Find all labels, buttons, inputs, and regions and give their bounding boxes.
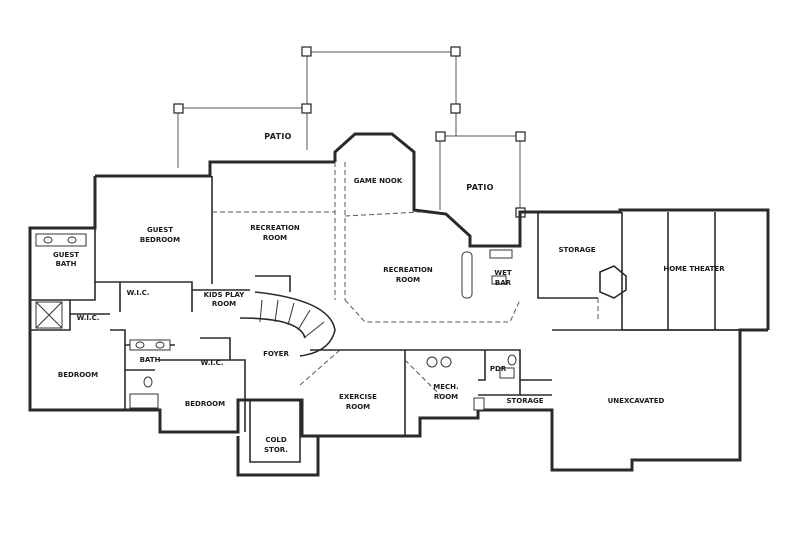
appliance [491, 275, 507, 285]
label-cold-storage-line1: COLD [265, 436, 287, 444]
label-wet-bar-line2: BAR [495, 279, 512, 287]
patio-post [515, 131, 526, 142]
patio-post [301, 103, 312, 114]
dashed-lines [212, 162, 599, 396]
label-storage-bottom: STORAGE [506, 397, 543, 405]
label-wet-bar-line1: WET [494, 269, 512, 277]
label-storage-top: STORAGE [558, 246, 595, 254]
curved-staircase [239, 275, 336, 357]
label-guest-bedroom-line2: BEDROOM [140, 236, 180, 244]
patio-post [450, 46, 461, 57]
bar-sink [489, 249, 513, 259]
utility [473, 397, 485, 411]
label-guest-bath-line1: GUEST [53, 251, 79, 259]
bathtub [129, 393, 159, 409]
label-home-theater: HOME THEATER [663, 265, 725, 273]
label-game-nook: GAME NOOK [354, 177, 403, 185]
label-wic-left: W.I.C. [77, 314, 100, 322]
label-kids-play-room-line1: KIDS PLAY [204, 291, 246, 299]
exterior-walls [28, 132, 770, 472]
cold-storage-walls [236, 400, 320, 477]
label-wic-top: W.I.C. [127, 289, 150, 297]
label-unexcavated: UNEXCAVATED [608, 397, 665, 405]
bar-counter [461, 251, 473, 299]
toilet [143, 376, 153, 388]
label-kids-play-room-line2: ROOM [212, 300, 236, 308]
label-exercise-room-line1: EXERCISE [339, 393, 377, 401]
label-wic-bottom: W.I.C. [201, 359, 224, 367]
label-recreation-room-center-line2: ROOM [396, 276, 420, 284]
label-exercise-room-line2: ROOM [346, 403, 370, 411]
water-heater [440, 356, 452, 368]
patio-post [173, 103, 184, 114]
patio-post [301, 46, 312, 57]
patio-post [450, 103, 461, 114]
label-cold-storage-line2: STOR. [264, 446, 288, 454]
label-bedroom-left: BEDROOM [58, 371, 98, 379]
water-heater [426, 356, 438, 368]
room-labels: PATIO PATIO GAME NOOK GUEST BEDROOM RECR… [53, 132, 725, 454]
label-mech-room-line1: MECH. [433, 383, 458, 391]
vanity [129, 339, 171, 351]
label-mech-room-line2: ROOM [434, 393, 458, 401]
label-patio-left: PATIO [264, 132, 291, 141]
label-recreation-room-left-line2: ROOM [263, 234, 287, 242]
sink [499, 367, 515, 379]
label-guest-bath-line2: BATH [56, 260, 77, 268]
label-foyer: FOYER [263, 350, 289, 358]
label-guest-bedroom-line1: GUEST [147, 226, 173, 234]
patio-post [435, 131, 446, 142]
label-bath: BATH [140, 356, 161, 364]
fixtures [35, 233, 517, 411]
label-bedroom-center: BEDROOM [185, 400, 225, 408]
toilet [507, 354, 517, 366]
label-recreation-room-center-line1: RECREATION [383, 266, 433, 274]
label-pdr: PDR [490, 365, 507, 373]
label-recreation-room-left-line1: RECREATION [250, 224, 300, 232]
label-patio-right: PATIO [466, 183, 493, 192]
